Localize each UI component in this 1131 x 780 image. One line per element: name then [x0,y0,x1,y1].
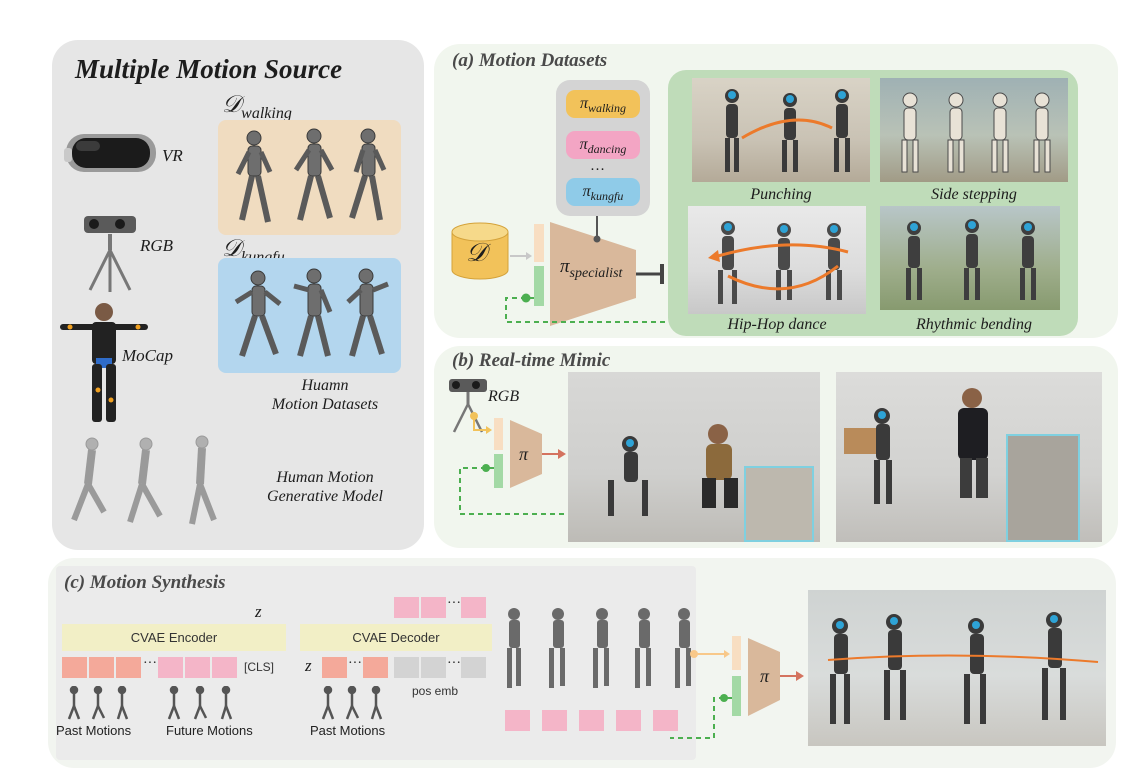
walking-robots-illustration [235,128,387,223]
panel-b-policy-shapes [459,412,568,515]
encoder-past-token [62,657,87,678]
mimic-photo-1 [568,372,820,542]
cvae-decoder-block: CVAE Decoder [300,624,492,651]
past-motion-figures [67,686,129,720]
mimic-pose-inset-2 [1006,434,1080,542]
generative-caption-line2: Generative Model [267,488,383,505]
panel-b-rgb-camera-icon [449,379,487,433]
motion-datasets-title: (a) Motion Datasets [452,50,608,71]
generated-walking-robots [507,608,691,688]
motion-synthesis-title: (c) Motion Synthesis [64,572,226,593]
decoder-output-token [421,597,446,618]
policy-walking-symbol: π [579,95,588,112]
policy-kungfu-sub: kungfu [590,189,624,204]
decoder-output-token [394,597,419,618]
policy-walking: πwalking [566,90,640,118]
policy-kungfu-symbol: π [582,183,591,200]
mocap-person-icon [60,303,148,422]
mimic-pose-inset-1 [744,466,814,542]
specialist-policy-sub: specialist [569,265,623,281]
generative-caption-line1: Human Motion [276,469,374,486]
encoder-latent-z: z [255,602,262,621]
policy-dancing-sub: dancing [587,142,627,157]
panel-b-rgb-label: RGB [488,388,520,405]
panel-c-policy-label: π [760,666,770,686]
rhythmic-bending-caption: Rhythmic bending [916,316,1032,333]
datasets-caption: Huamn Motion Datasets [250,376,400,414]
policy-dancing-symbol: π [579,136,588,153]
encoder-future-token [185,657,210,678]
decoder-past-token [363,657,388,678]
specialist-policy-label: πspecialist [560,256,622,282]
kungfu-robots-illustration [234,268,389,357]
decoder-past-motions-label: Past Motions [310,723,386,738]
generative-caption: Human Motion Generative Model [250,468,400,506]
generative-running-figures [71,435,217,525]
generated-motion-token [542,710,567,731]
decoder-output-token [461,597,486,618]
generated-motion-token [653,710,678,731]
pos-emb-token [421,657,446,678]
encoder-past-token [89,657,114,678]
cvae-encoder-block: CVAE Encoder [62,624,286,651]
encoder-past-token [116,657,141,678]
panel-a-diagram-shapes [451,216,668,326]
future-motions-label: Future Motions [166,723,253,738]
policy-kungfu: πkungfu [566,178,640,206]
punching-caption: Punching [750,186,812,203]
generated-motion-token [505,710,530,731]
specialist-policy-symbol: π [560,256,570,277]
dataset-kungfu-symbol: 𝒟 [222,236,242,262]
database-cylinder-icon [451,222,509,280]
pos-emb-label: pos emb [412,684,459,698]
encoder-token-ellipsis: ··· [143,656,157,671]
realtime-mimic-title: (b) Real-time Mimic [452,350,611,371]
datasets-caption-line1: Huamn [301,377,349,394]
punching-photo [692,78,870,182]
hiphop-dance-photo [688,206,866,314]
decoder-past-token [322,657,347,678]
cls-token-label: [CLS] [244,660,275,674]
dataset-walking-label: 𝒟walking [222,92,292,123]
decoder-past-motion-figures [321,686,383,720]
hiphop-dance-caption: Hip-Hop dance [727,316,827,333]
policy-dancing: πdancing [566,131,640,159]
motion-source-title: Multiple Motion Source [75,54,343,84]
decoder-latent-z: z [305,656,312,675]
decoder-past-ellipsis: ··· [348,656,362,671]
pos-emb-ellipsis: ··· [447,656,461,671]
rgb-camera-icon [84,216,136,292]
policy-walking-sub: walking [588,101,626,116]
pos-emb-token [461,657,486,678]
generated-motion-token [616,710,641,731]
future-motion-figures [167,686,233,720]
synthesis-result-photo [808,590,1106,746]
mimic-photo-2 [836,372,1102,542]
encoder-future-token [212,657,237,678]
datasets-caption-line2: Motion Datasets [271,396,379,413]
panel-b-policy-label: π [519,444,529,464]
mocap-label: MoCap [122,346,173,365]
vr-label: VR [162,146,183,165]
past-motions-label: Past Motions [56,723,132,738]
dataset-walking-sub: walking [241,104,292,122]
vr-headset-icon [64,134,156,172]
policy-list-ellipsis: … [590,158,605,174]
side-stepping-photo [880,78,1068,182]
decoder-output-ellipsis: ··· [447,596,461,611]
pos-emb-token [394,657,419,678]
panel-c-policy-shapes [670,636,804,739]
rhythmic-bending-photo [880,206,1060,310]
side-stepping-caption: Side stepping [931,186,1017,203]
generated-motion-token [579,710,604,731]
encoder-future-token [158,657,183,678]
dataset-walking-symbol: 𝒟 [222,92,242,118]
database-symbol: 𝒟 [466,238,487,267]
rgb-label: RGB [140,236,174,255]
